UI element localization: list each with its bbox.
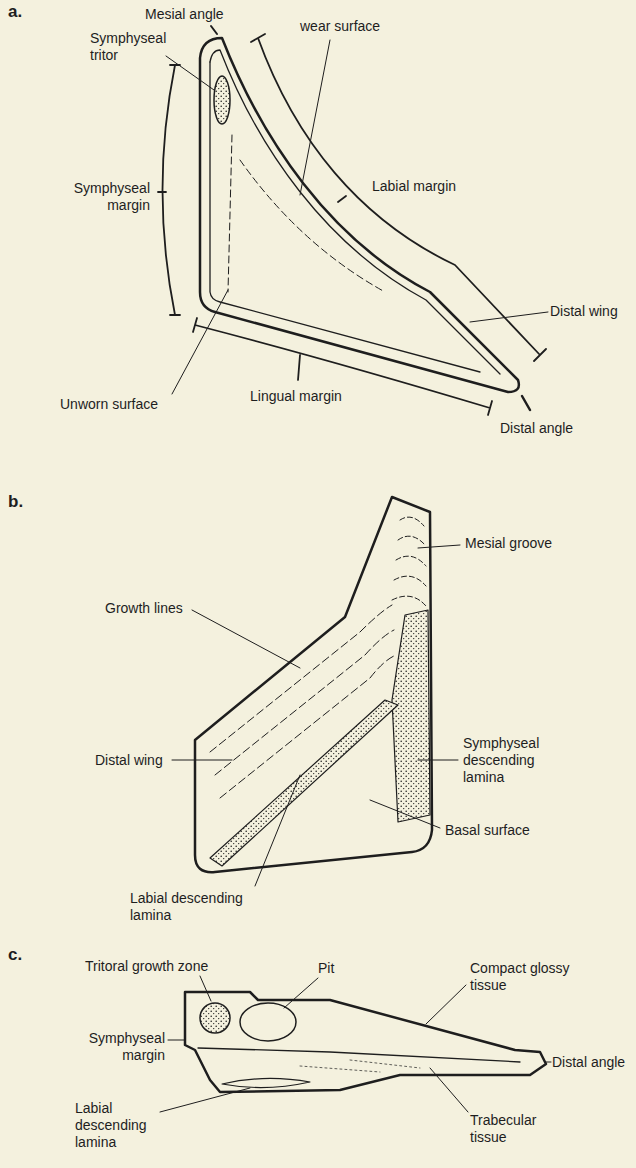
panel-letter: b. [8, 492, 38, 512]
leader-line [470, 312, 548, 322]
labial-lamina [222, 1078, 310, 1087]
drawing-part [392, 596, 426, 606]
labial-lamina [210, 700, 398, 866]
section-outline [185, 992, 546, 1092]
part-label: wear surface [300, 18, 400, 35]
part-label: Distal angle [500, 420, 600, 437]
drawing-part [400, 517, 424, 526]
part-label: Labial margin [372, 178, 482, 195]
leader-line [418, 545, 460, 548]
tooth-section-c [160, 976, 551, 1112]
leader-line [300, 40, 330, 195]
part-label: Mesial groove [465, 535, 575, 552]
leader-line [172, 760, 232, 761]
leader-line [418, 760, 458, 761]
part-label: Unworn surface [60, 396, 190, 413]
part-label: Growth lines [105, 600, 205, 617]
panel-letter: c. [8, 945, 38, 965]
leader-line [200, 976, 211, 1001]
drawing-part [158, 26, 551, 1112]
leader-line [192, 610, 300, 668]
pit [240, 1003, 296, 1041]
leader-line [160, 1088, 250, 1112]
drawing-part [394, 576, 426, 586]
leader-line [430, 1068, 468, 1112]
drawing-part [215, 630, 394, 775]
leader-line [255, 775, 300, 886]
symphyseal-lamina [392, 610, 430, 822]
drawing-part [210, 605, 392, 752]
part-label: Symphyseal margin [85, 1030, 165, 1064]
symphyseal-bracket [158, 65, 180, 315]
part-label: Compact glossy tissue [470, 960, 582, 994]
tooth-plate-b [172, 497, 460, 886]
leader-line [166, 56, 214, 90]
distal-angle-mark [522, 396, 530, 410]
wear-boundary [240, 160, 385, 292]
symphyseal-tritor [214, 76, 230, 124]
part-label: Labial descending lamina [130, 890, 254, 924]
growth-lines [210, 605, 396, 798]
leader-line [168, 1040, 184, 1041]
leader-line [546, 1062, 551, 1063]
panel-letter: a. [8, 2, 38, 22]
part-label: Distal wing [95, 752, 175, 769]
lingual-bracket [193, 318, 492, 415]
part-label: Mesial angle [145, 6, 245, 23]
part-label: Symphyseal descending lamina [463, 735, 547, 786]
part-label: Basal surface [445, 822, 555, 839]
part-label: Trabecular tissue [470, 1112, 554, 1146]
leader-line [172, 290, 228, 394]
part-label: Distal angle [552, 1054, 632, 1071]
inner-outline [210, 62, 480, 372]
inner-outline [210, 50, 500, 374]
part-label: Pit [318, 960, 358, 977]
part-label: Tritoral growth zone [85, 958, 255, 975]
drawing-part [398, 536, 426, 546]
tissue-boundary [198, 1048, 520, 1062]
mesial-groove [392, 517, 426, 606]
leader-line [370, 800, 440, 828]
tooth-outline [195, 497, 432, 872]
part-label: Labial descending lamina [75, 1100, 159, 1151]
tritoral-growth-zone [200, 1003, 230, 1033]
mesial-angle-mark [211, 26, 217, 34]
part-label: Symphyseal margin [70, 180, 150, 214]
leader-line [426, 985, 466, 1024]
labial-bracket [251, 34, 546, 361]
wear-boundary [228, 135, 232, 292]
part-label: Distal wing [550, 303, 632, 320]
part-label: Symphyseal tritor [90, 30, 166, 64]
part-label: Lingual margin [250, 388, 370, 405]
drawing-part [396, 556, 426, 566]
tooth-plate-a [158, 26, 548, 415]
leader-line [284, 978, 318, 1008]
drawing-part [220, 655, 396, 798]
trabecular-hatch [300, 1060, 420, 1072]
